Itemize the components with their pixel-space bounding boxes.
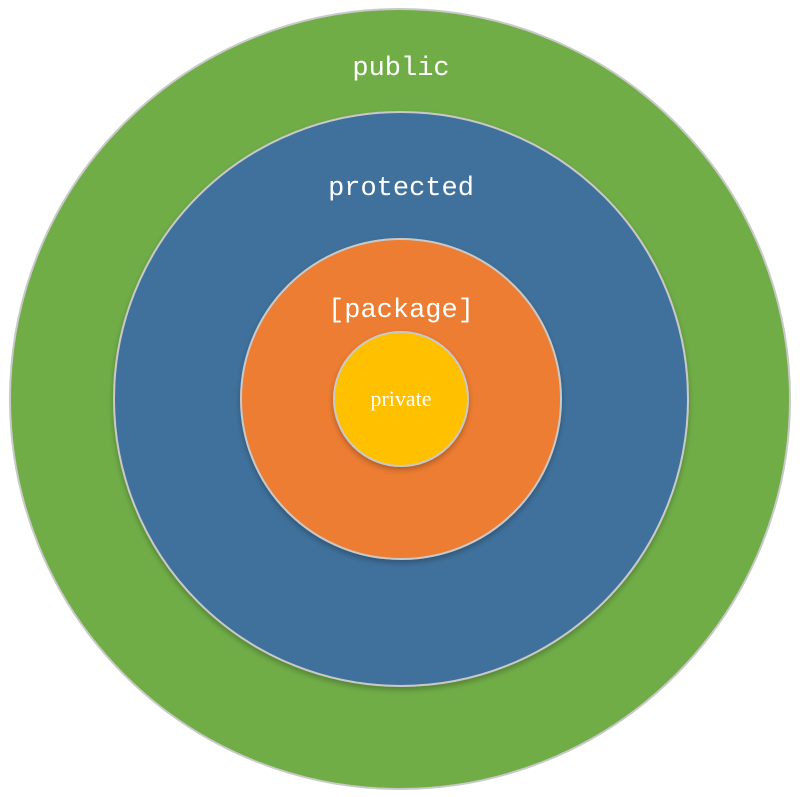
label-public: public — [352, 54, 449, 84]
label-package: [package] — [328, 296, 474, 326]
label-protected: protected — [328, 174, 474, 204]
ring-private-circle — [333, 331, 469, 467]
label-private: private — [370, 386, 431, 411]
ring-private — [333, 331, 469, 467]
